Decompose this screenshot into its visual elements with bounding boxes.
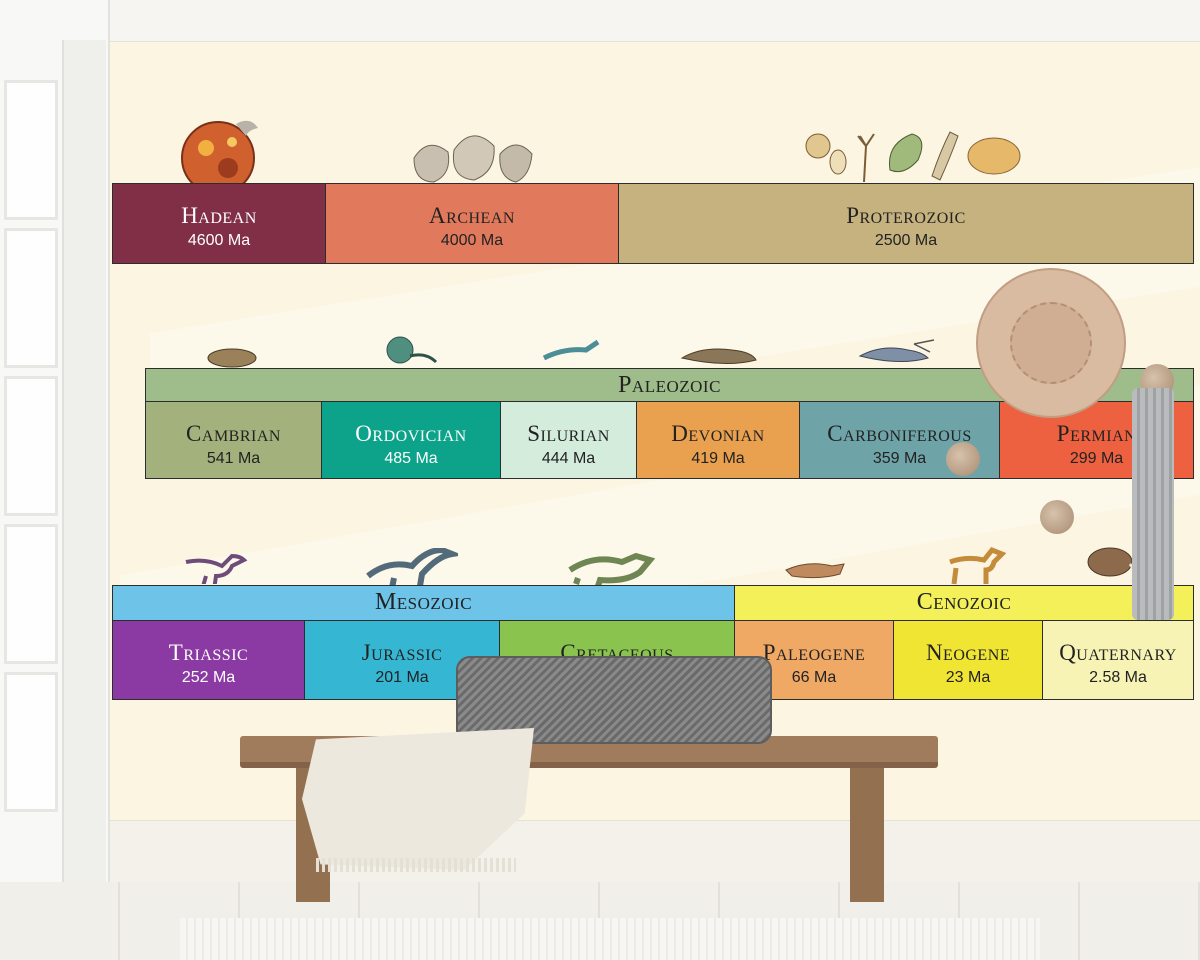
baseboard (110, 820, 1200, 882)
triceratops-icon (568, 552, 656, 586)
period-age: 485 Ma (384, 450, 438, 467)
horse-icon (949, 546, 1006, 585)
hanging-scarf (1132, 388, 1174, 620)
period-age: 444 Ma (541, 450, 596, 467)
period-devonian: Devonian 419 Ma (636, 401, 800, 479)
blanket-fringe (316, 858, 516, 872)
stromatolite-icon (413, 135, 533, 183)
window-pane (4, 80, 58, 220)
period-silurian: Silurian 444 Ma (500, 401, 637, 479)
period-name: Jurassic (361, 640, 443, 665)
window-mullion (62, 40, 106, 920)
eon-age: 4000 Ma (440, 232, 504, 249)
period-name: Ordovician (355, 421, 467, 446)
window-pane (4, 672, 58, 812)
period-name: Paleogene (762, 640, 866, 665)
period-name: Carboniferous (827, 421, 972, 446)
eon-hadean: Hadean 4600 Ma (112, 183, 326, 264)
period-name: Cambrian (186, 421, 281, 446)
bench-leg (850, 768, 884, 902)
period-age: 359 Ma (872, 450, 927, 467)
mammal-icon (785, 563, 845, 579)
period-age: 2.58 Ma (1089, 669, 1147, 686)
eon-age: 4600 Ma (187, 232, 251, 249)
period-age: 66 Ma (791, 669, 837, 686)
microbe-icon (805, 131, 1021, 183)
era-mesozoic-band: Mesozoic (112, 585, 735, 621)
period-age: 299 Ma (1069, 450, 1124, 467)
era-cenozoic-band: Cenozoic (734, 585, 1194, 621)
trilobite-icon (207, 348, 257, 368)
period-age: 201 Ma (375, 669, 429, 686)
window-pane (4, 228, 58, 368)
period-paleogene: Paleogene 66 Ma (734, 620, 894, 700)
period-cambrian: Cambrian 541 Ma (145, 401, 322, 479)
rug (180, 918, 1040, 960)
eon-name: Hadean (181, 203, 257, 228)
eon-name: Archean (429, 203, 515, 228)
window-pane (4, 524, 58, 664)
nautiloid-icon (386, 336, 438, 364)
wall-peg (1040, 500, 1074, 534)
period-name: Neogene (925, 640, 1011, 665)
window-pane (4, 376, 58, 516)
period-name: Quaternary (1059, 640, 1177, 665)
period-name: Devonian (671, 421, 765, 446)
period-age: 541 Ma (206, 450, 261, 467)
eon-age: 2500 Ma (874, 232, 938, 249)
window-frame (0, 0, 110, 960)
reptile-icon (858, 339, 935, 363)
eon-proterozoic: Proterozoic 2500 Ma (618, 183, 1194, 264)
ceiling (0, 0, 1200, 42)
planet-icon (181, 120, 258, 195)
period-quaternary: Quaternary 2.58 Ma (1042, 620, 1194, 700)
period-name: Silurian (527, 421, 610, 446)
period-name: Triassic (168, 640, 249, 665)
eon-archean: Archean 4000 Ma (325, 183, 619, 264)
period-age: 419 Ma (691, 450, 745, 467)
period-neogene: Neogene 23 Ma (893, 620, 1043, 700)
sea-scorpion-icon (542, 339, 600, 361)
sauropod-icon (366, 548, 458, 586)
eon-name: Proterozoic (846, 203, 966, 228)
period-triassic: Triassic 252 Ma (112, 620, 305, 700)
raptor-icon (185, 553, 248, 584)
wall-peg (946, 442, 980, 476)
period-age: 23 Ma (945, 669, 991, 686)
tetrapod-icon (680, 348, 757, 365)
period-ordovician: Ordovician 485 Ma (321, 401, 501, 479)
period-name: Permian (1056, 421, 1137, 446)
hat-crown (1010, 302, 1092, 384)
period-age: 252 Ma (181, 669, 236, 686)
